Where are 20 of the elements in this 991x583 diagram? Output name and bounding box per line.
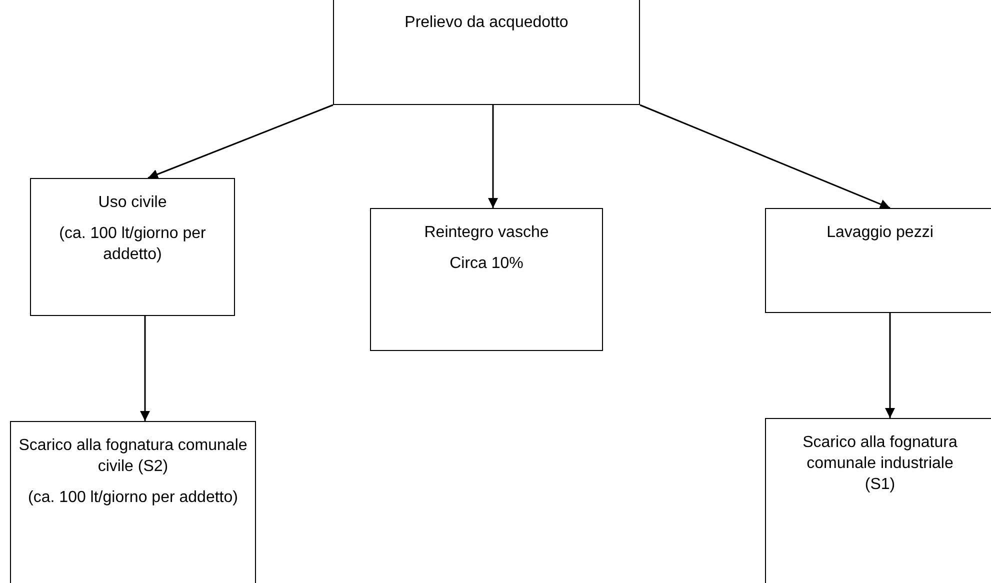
box-text: (ca. 100 lt/giorno per addetto) [58,224,207,265]
arrow [640,104,890,209]
process-box [765,418,991,583]
box-text: Prelievo da acquedotto [404,13,570,33]
box-text: Circa 10% [448,254,524,274]
arrow [148,104,334,179]
arrow [885,313,895,418]
arrow [488,105,498,208]
process-box [333,0,640,105]
box-text: Scarico alla fognatura comunale industriale (S1) [802,433,958,495]
process-box [10,421,256,583]
box-text: Uso civile [97,193,168,213]
box-text: Reintegro vasche [423,223,550,243]
process-box [30,178,235,316]
process-box [765,208,991,313]
arrow [140,316,150,421]
box-text: (ca. 100 lt/giorno per addetto) [27,488,239,508]
process-box [370,208,603,351]
box-text: Scarico alla fognatura comunale civile (S2) [18,436,248,477]
box-text: Lavaggio pezzi [826,223,934,243]
